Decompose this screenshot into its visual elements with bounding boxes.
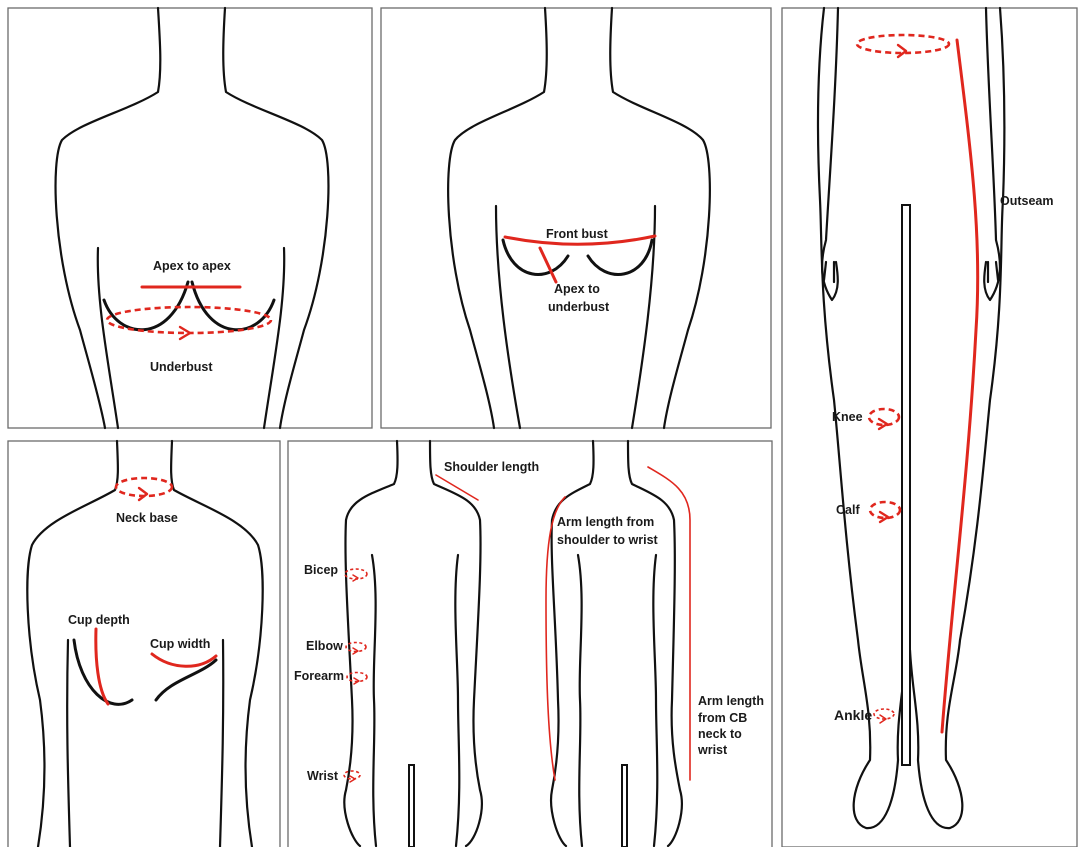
label-neck-base: Neck base — [116, 511, 178, 525]
panel-neck-cups: Neck base Cup depth Cup width — [8, 441, 280, 847]
panel-legs: Outseam Knee Calf Ankle — [782, 8, 1077, 847]
panel-frame — [8, 441, 280, 847]
label-arm-cb-line4: wrist — [697, 743, 728, 757]
label-apex-to-underbust-line2: underbust — [548, 300, 610, 314]
label-arm-cb-line1: Arm length — [698, 694, 764, 708]
label-apex-to-underbust-line1: Apex to — [554, 282, 600, 296]
label-knee: Knee — [832, 410, 863, 424]
label-arm-shoulder-line1: Arm length from — [557, 515, 654, 529]
label-arm-shoulder-line2: shoulder to wrist — [557, 533, 659, 547]
label-front-bust: Front bust — [546, 227, 609, 241]
label-shoulder-length: Shoulder length — [444, 460, 539, 474]
label-cup-width: Cup width — [150, 637, 210, 651]
stand-pole-left — [409, 765, 414, 847]
label-bicep: Bicep — [304, 563, 338, 577]
label-arm-cb-line3: neck to — [698, 727, 742, 741]
label-outseam: Outseam — [1000, 194, 1054, 208]
panel-frame — [782, 8, 1077, 847]
label-elbow: Elbow — [306, 639, 343, 653]
stand-pole — [902, 205, 910, 765]
label-wrist: Wrist — [307, 769, 339, 783]
label-cup-depth: Cup depth — [68, 613, 130, 627]
panel-arms: Shoulder length Bicep Elbow Forearm Wris… — [288, 441, 772, 847]
label-forearm: Forearm — [294, 669, 344, 683]
label-arm-cb-line2: from CB — [698, 711, 747, 725]
label-apex-to-apex: Apex to apex — [153, 259, 231, 273]
label-calf: Calf — [836, 503, 860, 517]
panel-apex-underbust: Apex to apex Underbust — [8, 8, 372, 428]
panel-frame — [288, 441, 772, 847]
label-ankle: Ankle — [834, 707, 872, 723]
panel-front-bust: Front bust Apex to underbust — [381, 8, 771, 428]
label-underbust: Underbust — [150, 360, 213, 374]
panel-frame — [381, 8, 771, 428]
stand-pole-right — [622, 765, 627, 847]
